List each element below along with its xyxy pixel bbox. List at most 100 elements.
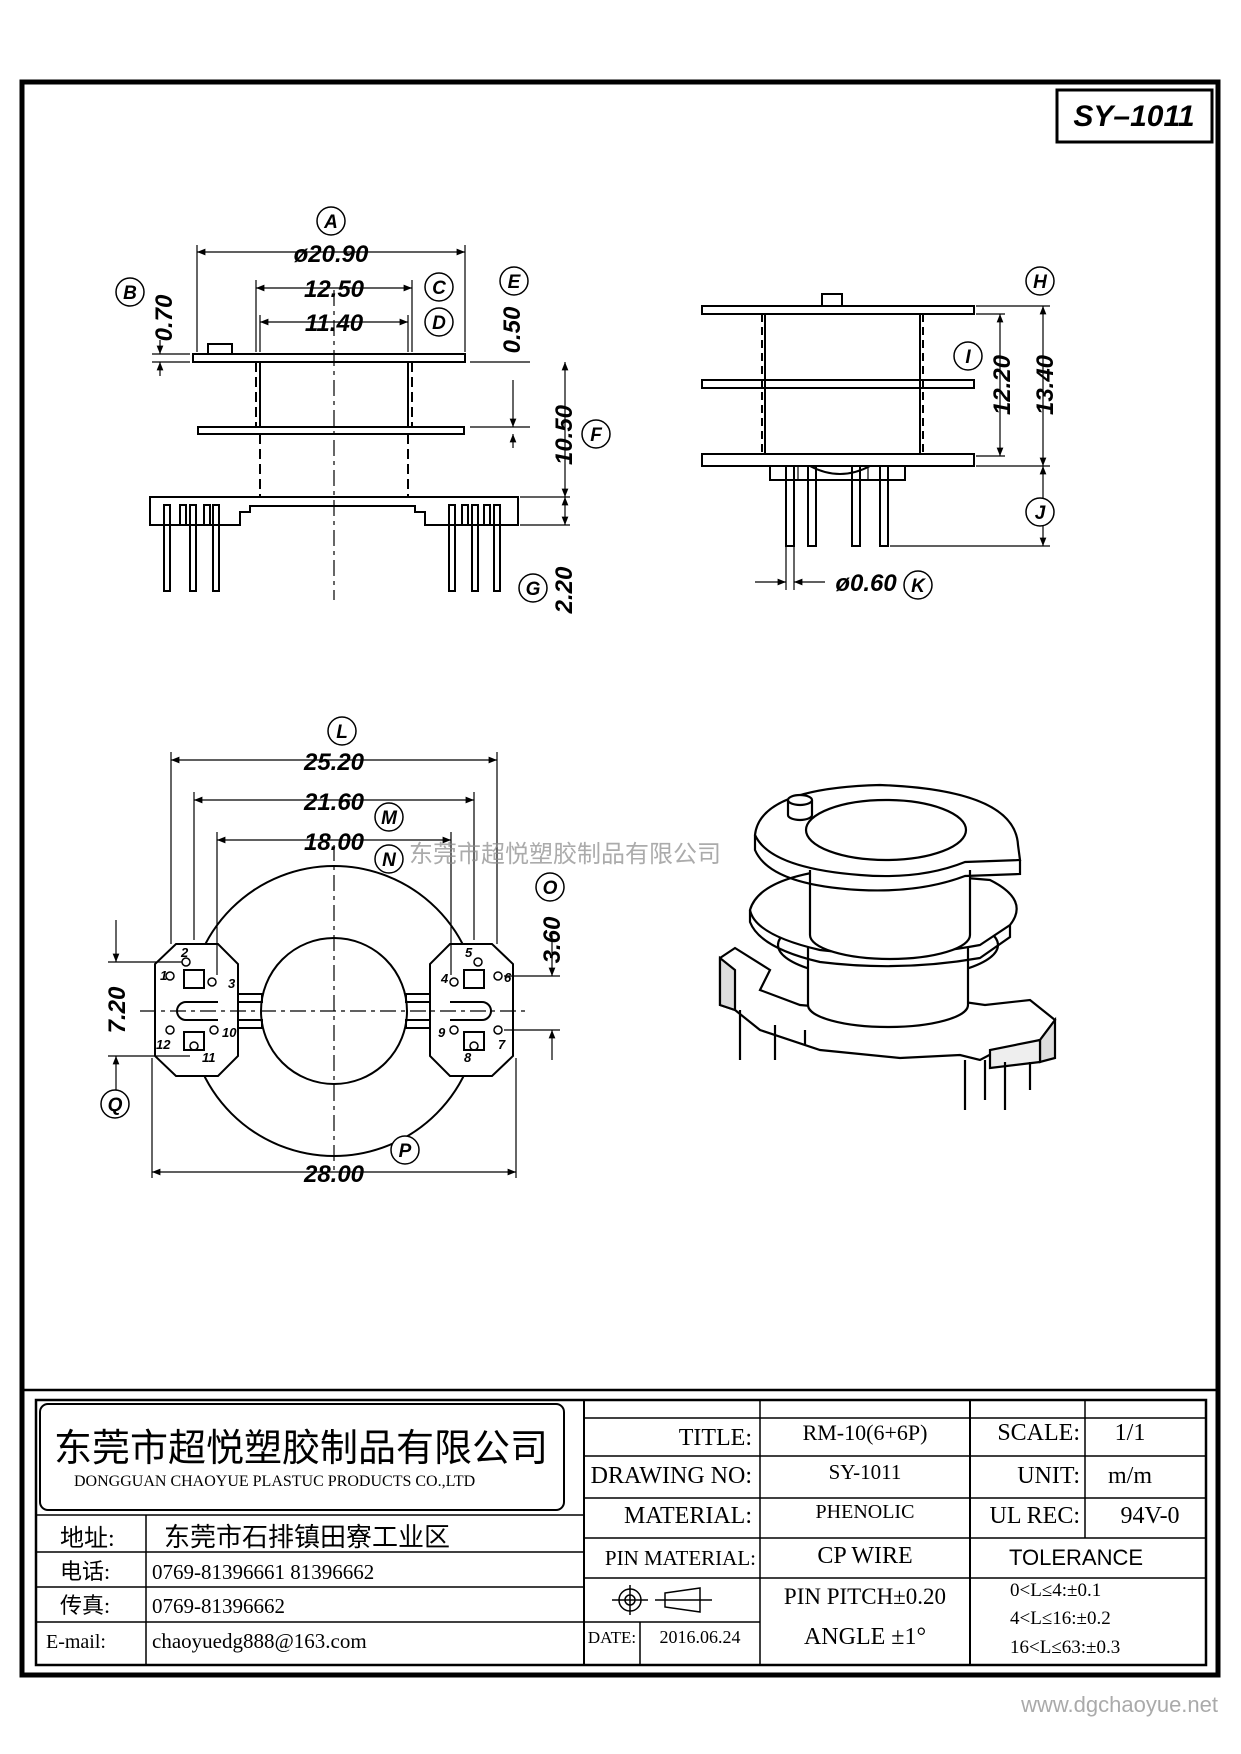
dim-I-value: 12.20 <box>989 354 1016 415</box>
drawing-number-text: SY–1011 <box>1073 100 1194 133</box>
drawing-number-box: SY–1011 <box>1055 88 1214 144</box>
side-view-dimensions <box>755 305 1050 590</box>
label-Q: Q <box>108 1095 123 1116</box>
dim-B-value: 0.70 <box>151 294 178 341</box>
pin-number: 6 <box>504 970 512 985</box>
material-value: PHENOLIC <box>816 1501 915 1523</box>
title-block-text: TITLE: RM-10(6+6P) DRAWING NO: SY-1011 M… <box>588 1420 1180 1658</box>
front-view-dim-text: ø20.90 12.50 11.40 0.70 0.50 10.50 2.20 <box>151 241 578 614</box>
label-O: O <box>543 878 558 899</box>
drawing-no-value: SY-1011 <box>829 1460 902 1484</box>
scale-value: 1/1 <box>1115 1420 1146 1446</box>
dim-N-value: 18.00 <box>304 829 365 856</box>
title-block-frame <box>22 1388 1218 1667</box>
pin-number: 2 <box>180 945 189 960</box>
date-label: DATE: <box>588 1628 636 1647</box>
bottom-view-pin-numbers: 1 2 3 4 5 6 7 8 9 10 11 12 <box>156 945 512 1065</box>
label-H: H <box>1033 272 1048 293</box>
front-view <box>149 290 519 600</box>
dim-M-value: 21.60 <box>303 789 365 816</box>
title-value: RM-10(6+6P) <box>803 1420 928 1445</box>
address-value: 东莞市石排镇田寮工业区 <box>164 1523 450 1552</box>
label-F: F <box>590 425 603 446</box>
footer-url: www.dgchaoyue.net <box>1020 1692 1218 1717</box>
dim-C-value: 12.50 <box>304 276 365 303</box>
dim-Q-value: 7.20 <box>104 986 131 1033</box>
address-label: 地址: <box>60 1525 115 1552</box>
pin-number: 10 <box>222 1025 237 1040</box>
unit-label: UNIT: <box>1017 1463 1080 1489</box>
pin-number: 11 <box>202 1050 216 1065</box>
label-A: A <box>323 212 338 233</box>
label-L: L <box>336 722 348 743</box>
email-value: chaoyuedg888@163.com <box>152 1629 367 1653</box>
label-M: M <box>381 808 398 829</box>
pin-number: 4 <box>440 971 449 986</box>
dim-F-value: 10.50 <box>551 404 578 465</box>
watermark-text: 东莞市超悦塑胶制品有限公司 <box>409 841 721 868</box>
fax-label: 传真: <box>60 1593 110 1618</box>
drawing-no-label: DRAWING NO: <box>591 1463 752 1489</box>
company-info: 东莞市超悦塑胶制品有限公司 DONGGUAN CHAOYUE PLASTUC P… <box>46 1428 548 1653</box>
company-name-en: DONGGUAN CHAOYUE PLASTUC PRODUCTS CO.,LT… <box>74 1473 475 1490</box>
tolerance-label: TOLERANCE <box>1009 1545 1143 1570</box>
dim-H-value: 13.40 <box>1032 354 1059 415</box>
label-C: C <box>432 278 446 299</box>
isometric-view <box>718 783 1057 1110</box>
dim-E-value: 0.50 <box>499 306 526 353</box>
title-label: TITLE: <box>679 1425 752 1451</box>
label-P: P <box>399 1141 412 1162</box>
phone-value: 0769-81396661 81396662 <box>152 1560 374 1584</box>
dim-D-value: 11.40 <box>305 310 364 337</box>
pin-number: 7 <box>498 1037 506 1052</box>
label-E: E <box>508 272 522 293</box>
label-J: J <box>1035 503 1046 524</box>
scale-label: SCALE: <box>997 1420 1080 1446</box>
fax-value: 0769-81396662 <box>152 1594 285 1618</box>
side-view <box>701 293 975 547</box>
tolerance-row: 0<L≤4:±0.1 <box>1010 1580 1101 1601</box>
front-view-dimensions <box>152 245 570 526</box>
label-B: B <box>123 283 137 304</box>
label-I: I <box>965 347 971 368</box>
ul-rec-value: 94V-0 <box>1120 1503 1179 1529</box>
label-N: N <box>382 850 397 871</box>
pin-number: 5 <box>465 945 473 960</box>
ul-rec-label: UL REC: <box>990 1503 1080 1529</box>
pin-material-value: CP WIRE <box>817 1543 912 1569</box>
pin-number: 1 <box>160 968 167 983</box>
circled-labels <box>100 206 1055 1165</box>
pin-number: 8 <box>464 1050 472 1065</box>
dim-K-value: ø0.60 <box>835 570 897 597</box>
bottom-view <box>140 845 530 1170</box>
angle-value: ANGLE ±1° <box>804 1624 926 1650</box>
projection-symbol <box>612 1585 712 1615</box>
pin-number: 3 <box>228 976 236 991</box>
bottom-view-dimensions <box>108 752 560 1178</box>
dim-G-value: 2.20 <box>551 566 578 614</box>
tolerance-row: 16<L≤63:±0.3 <box>1010 1637 1120 1658</box>
dim-O-value: 3.60 <box>539 916 566 963</box>
tolerance-row: 4<L≤16:±0.2 <box>1010 1608 1111 1629</box>
pin-material-label: PIN MATERIAL: <box>605 1546 756 1570</box>
dim-P-value: 28.00 <box>303 1161 365 1188</box>
material-label: MATERIAL: <box>624 1503 752 1529</box>
bottom-view-dim-text: 25.20 21.60 18.00 28.00 7.20 3.60 <box>104 749 566 1188</box>
unit-value: m/m <box>1108 1463 1152 1489</box>
circled-label-letters: A B C D E F G H I J K L M N O P Q <box>108 212 1049 1162</box>
side-view-dim-text: 12.20 13.40 ø0.60 <box>835 354 1059 597</box>
drawing-border <box>19 79 1221 1678</box>
pin-pitch-value: PIN PITCH±0.20 <box>784 1584 946 1609</box>
email-label: E-mail: <box>46 1631 106 1653</box>
label-D: D <box>432 313 446 334</box>
phone-label: 电话: <box>60 1559 110 1584</box>
pin-number: 12 <box>156 1037 171 1052</box>
label-K: K <box>911 576 926 597</box>
dim-L-value: 25.20 <box>303 749 365 776</box>
date-value: 2016.06.24 <box>660 1627 741 1647</box>
pin-number: 9 <box>438 1025 446 1040</box>
company-name-cn: 东莞市超悦塑胶制品有限公司 <box>54 1428 548 1470</box>
dim-A-value: ø20.90 <box>294 241 369 268</box>
label-G: G <box>526 579 541 600</box>
